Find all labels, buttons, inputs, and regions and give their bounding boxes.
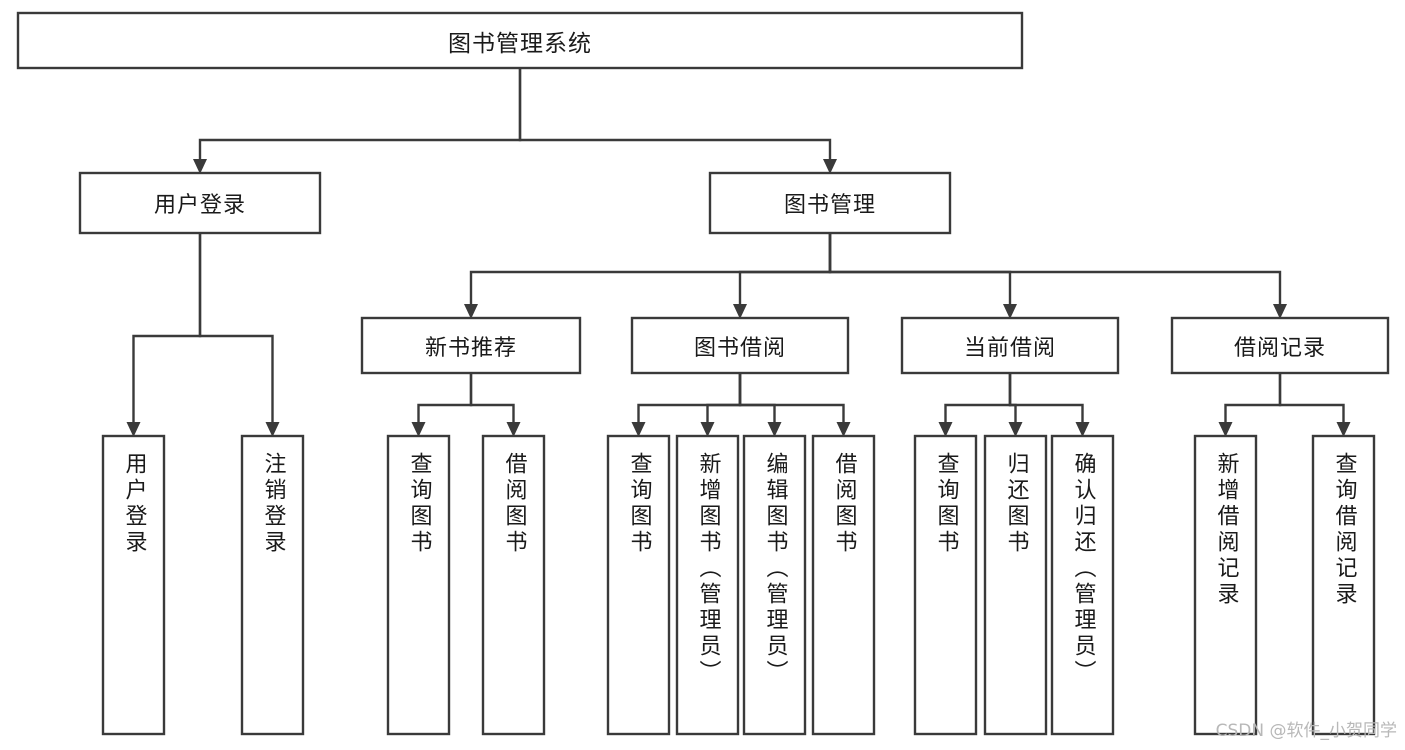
connector-line — [637, 371, 742, 427]
node-box-leaf-borrow-books-rec[interactable] — [481, 434, 546, 736]
connector-line — [738, 371, 845, 427]
arrow-head-icon — [1336, 422, 1351, 437]
connector-line — [738, 231, 832, 309]
arrow-head-icon — [631, 422, 646, 437]
node-box-current-borrow[interactable] — [900, 316, 1120, 375]
connector-line — [198, 231, 274, 427]
node-box-leaf-query-books-borrow[interactable] — [606, 434, 671, 736]
arrow-head-icon — [193, 159, 207, 174]
node-box-leaf-return-book[interactable] — [983, 434, 1048, 736]
connector-line — [1224, 371, 1282, 427]
connector-line — [1278, 371, 1345, 427]
connector-line — [944, 371, 1012, 427]
connector-line — [132, 231, 202, 427]
arrow-head-icon — [1273, 304, 1287, 319]
node-box-user-login[interactable] — [78, 171, 322, 235]
node-box-leaf-query-books-rec[interactable] — [386, 434, 451, 736]
connector-line — [518, 66, 832, 164]
node-box-book-borrow[interactable] — [630, 316, 850, 375]
arrow-head-icon — [126, 422, 141, 437]
arrow-head-icon — [265, 422, 280, 437]
node-box-leaf-user-logout[interactable] — [240, 434, 305, 736]
node-box-root[interactable] — [16, 11, 1024, 70]
node-box-new-book-recommend[interactable] — [360, 316, 582, 375]
connector-line — [706, 371, 742, 427]
arrow-head-icon — [1075, 422, 1090, 437]
connector-line — [828, 231, 1012, 309]
connector-line — [417, 371, 473, 427]
arrow-head-icon — [767, 422, 782, 437]
arrow-head-icon — [836, 422, 851, 437]
arrow-head-icon — [1218, 422, 1233, 437]
node-box-layer — [16, 11, 1390, 736]
node-box-leaf-add-book-admin[interactable] — [675, 434, 740, 736]
arrow-head-icon — [823, 159, 837, 174]
node-box-leaf-edit-book-admin[interactable] — [742, 434, 807, 736]
connector-line — [469, 371, 515, 427]
node-box-leaf-query-books-current[interactable] — [913, 434, 978, 736]
node-box-leaf-user-login[interactable] — [101, 434, 166, 736]
arrow-head-icon — [1008, 422, 1023, 437]
node-box-leaf-borrow-book[interactable] — [811, 434, 876, 736]
arrow-head-icon — [700, 422, 715, 437]
connector-line — [198, 66, 522, 164]
arrow-head-icon — [464, 304, 478, 319]
node-box-leaf-query-borrow-record[interactable] — [1311, 434, 1376, 736]
node-box-book-management[interactable] — [708, 171, 952, 235]
node-box-leaf-add-borrow-record[interactable] — [1193, 434, 1258, 736]
arrow-head-icon — [1003, 304, 1017, 319]
arrow-head-icon — [938, 422, 953, 437]
connector-line — [1008, 371, 1084, 427]
arrow-head-icon — [506, 422, 521, 437]
node-box-borrow-records[interactable] — [1170, 316, 1390, 375]
connector-line — [828, 231, 1282, 309]
connector-line — [738, 371, 776, 427]
connector-line — [469, 231, 832, 309]
connector-layer — [126, 66, 1351, 437]
node-box-leaf-confirm-return-admin[interactable] — [1050, 434, 1115, 736]
arrow-head-icon — [411, 422, 426, 437]
arrow-head-icon — [733, 304, 747, 319]
